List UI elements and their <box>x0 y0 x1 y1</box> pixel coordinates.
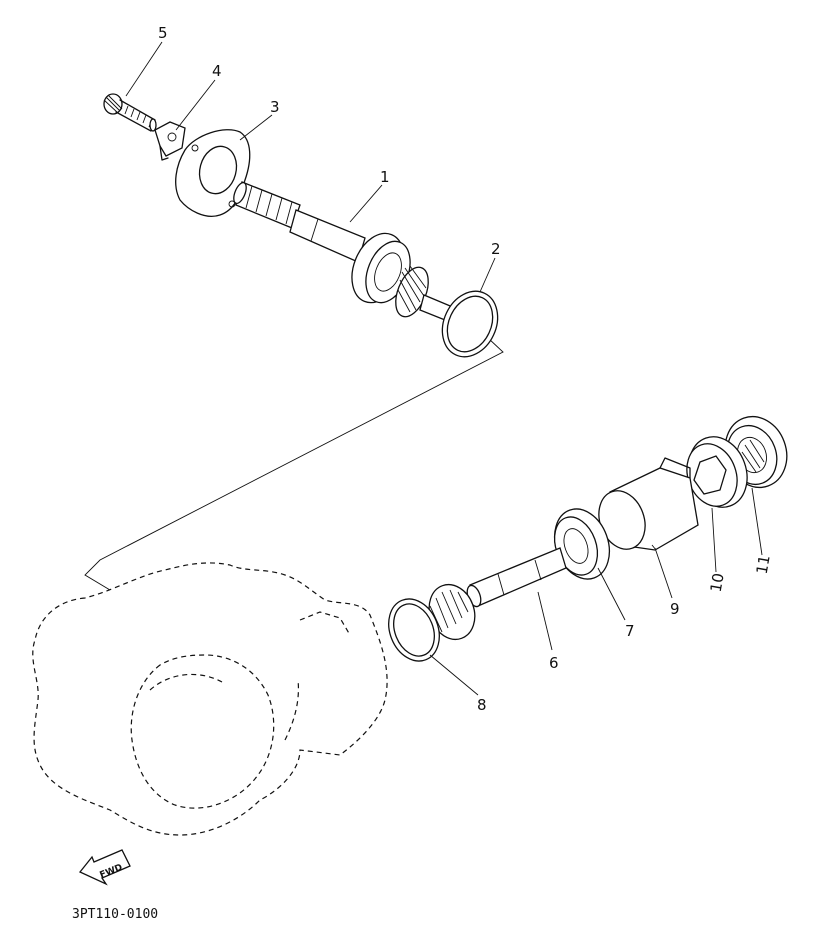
part-7-bearing <box>553 508 611 580</box>
part-9-collar <box>598 457 699 551</box>
part-2-circlip <box>441 290 499 358</box>
part-1-shaft <box>233 181 456 323</box>
callout-3: 3 <box>270 98 280 116</box>
callout-6: 6 <box>549 654 559 672</box>
callout-11: 11 <box>753 554 774 576</box>
diagram-code: 3PT110-0100 <box>72 907 158 922</box>
callout-9: 9 <box>670 600 680 618</box>
part-10-hex-nut <box>686 436 748 508</box>
callout-8: 8 <box>477 696 487 714</box>
callout-7: 7 <box>625 622 635 640</box>
engine-outline <box>32 562 388 836</box>
part-4-stopper <box>154 121 186 161</box>
callout-5: 5 <box>158 24 168 42</box>
connection-leader-line <box>84 337 504 591</box>
callout-1: 1 <box>380 168 390 186</box>
callout-leaders <box>125 41 763 696</box>
part-5-bolt <box>103 93 157 132</box>
part-3-plate <box>175 129 251 217</box>
part-6-shaft <box>428 547 567 641</box>
part-8-circlip <box>388 598 440 662</box>
fwd-arrow-icon: FWD <box>78 849 131 886</box>
callout-labels: 5 4 3 1 2 6 7 8 9 10 11 <box>158 24 774 714</box>
callout-4: 4 <box>212 62 222 80</box>
callout-10: 10 <box>707 572 728 594</box>
callout-2: 2 <box>491 240 501 258</box>
